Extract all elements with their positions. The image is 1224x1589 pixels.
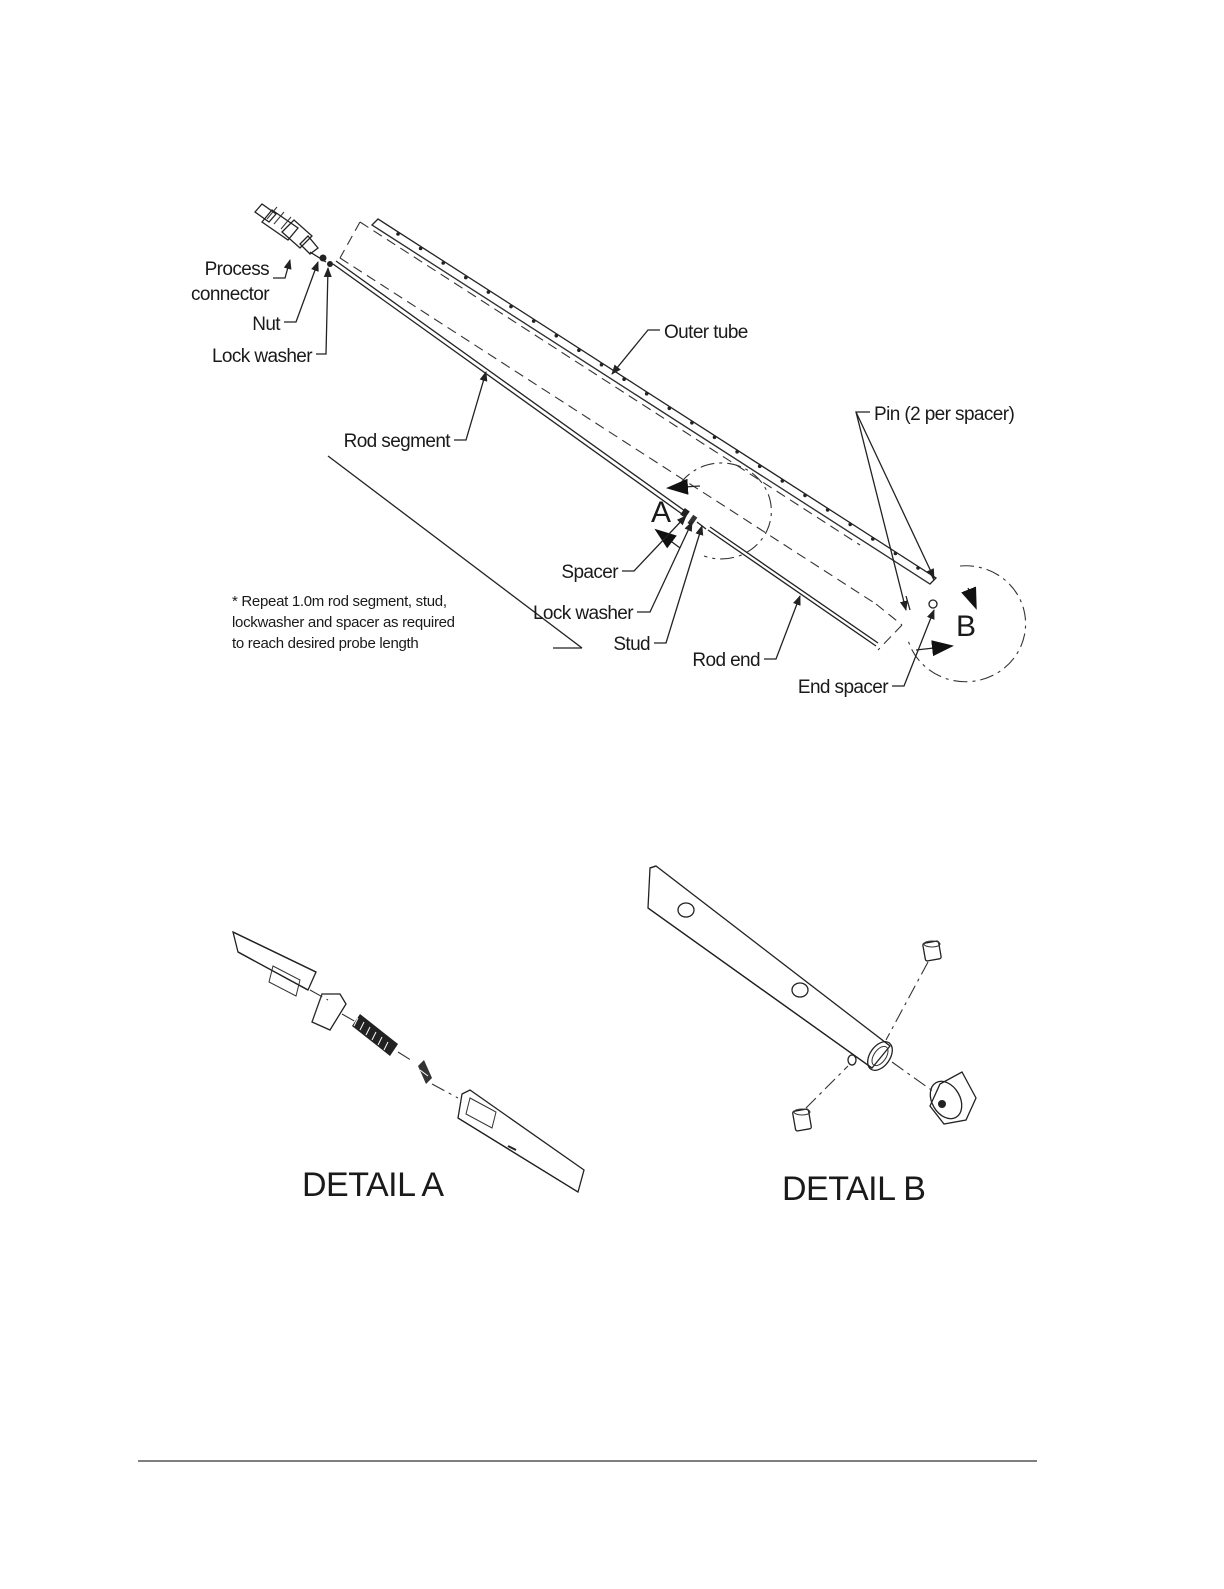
detail-b-pin-bottom <box>792 1109 811 1131</box>
tube-hole <box>894 552 898 556</box>
tube-hole <box>848 523 852 527</box>
rod-end-part <box>708 527 878 646</box>
detail-a-view: DETAIL A <box>233 932 584 1204</box>
label-rod-end: Rod end <box>692 650 760 671</box>
label-spacer: Spacer <box>561 562 619 583</box>
label-stud: Stud <box>613 634 650 655</box>
tube-hole <box>532 319 536 323</box>
end-spacer-parts <box>906 572 937 610</box>
tube-hole <box>645 392 649 396</box>
label-lock-washer-mid: Lock washer <box>533 603 634 624</box>
tube-hole <box>419 247 423 251</box>
tube-hole <box>509 305 513 309</box>
tube-hole <box>803 494 807 498</box>
nut-and-lockwasher-parts <box>320 255 334 268</box>
detail-a-title: DETAIL A <box>302 1166 444 1204</box>
label-lock-washer-top: Lock washer <box>212 346 313 367</box>
tube-hole <box>396 232 400 236</box>
tube-hole <box>916 566 920 570</box>
tube-hole <box>441 261 445 265</box>
detail-a-callout <box>656 463 771 559</box>
label-detail-marker-a: A <box>651 496 671 529</box>
tube-hole <box>758 465 762 469</box>
label-end-spacer: End spacer <box>798 677 889 698</box>
tube-hole <box>600 363 604 367</box>
detail-b-view: DETAIL B <box>648 866 976 1208</box>
tube-hole <box>826 508 830 512</box>
detail-b-title: DETAIL B <box>782 1170 925 1208</box>
rod-segment-part <box>333 261 685 514</box>
tube-hole <box>871 537 875 541</box>
note-line-1: * Repeat 1.0m rod segment, stud, <box>232 593 447 610</box>
process-connector-part <box>255 204 326 262</box>
tube-hole <box>555 334 559 338</box>
label-nut: Nut <box>252 314 281 335</box>
detail-b-pin-top <box>923 941 942 962</box>
detail-a-stud <box>352 1014 398 1056</box>
label-pin: Pin (2 per spacer) <box>874 404 1014 425</box>
tube-hole <box>668 407 672 411</box>
tube-hole <box>735 450 739 454</box>
label-process-connector-2: connector <box>191 284 270 305</box>
label-outer-tube: Outer tube <box>664 322 748 343</box>
tube-hole <box>713 436 717 440</box>
note-line-3: to reach desired probe length <box>232 635 418 652</box>
label-rod-segment: Rod segment <box>344 431 452 452</box>
tube-hole <box>487 290 491 294</box>
tube-hole <box>464 276 468 280</box>
tube-hole <box>690 421 694 425</box>
detail-b-end-spacer <box>924 1072 976 1124</box>
label-process-connector-1: Process <box>205 259 270 280</box>
label-detail-marker-b: B <box>956 610 976 643</box>
main-exploded-view: Process connector Nut Lock washer Outer … <box>191 204 1026 698</box>
tube-hole <box>781 479 785 483</box>
tube-hole <box>577 348 581 352</box>
tube-hole <box>622 377 626 381</box>
detail-a-lockwasher <box>418 1060 432 1084</box>
note-line-2: lockwasher and spacer as required <box>232 614 455 631</box>
outer-tube-part <box>372 219 936 584</box>
